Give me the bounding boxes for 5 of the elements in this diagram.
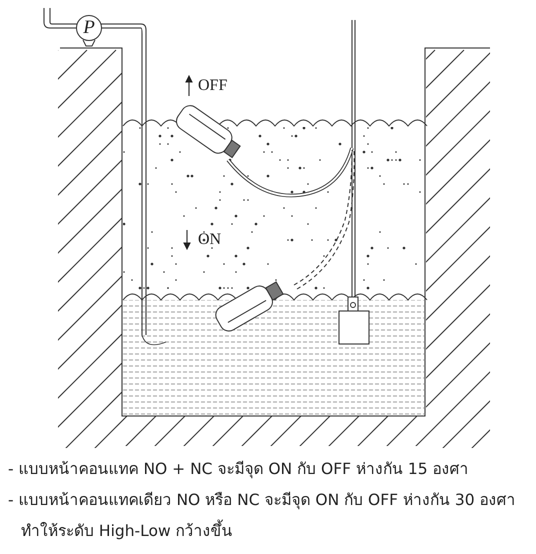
pump-circle: P: [76, 15, 102, 41]
level-label: ON: [198, 232, 222, 248]
level-label: OFF: [198, 78, 228, 94]
note-text: - แบบหน้าคอนแทค NO + NC จะมีจุด ON กับ OFF ห่างกัน 15 องศา: [8, 459, 470, 480]
note-text: - แบบหน้าคอนแทคเดียว NO หรือ NC จะมีจุด ON กับ OFF ห่างกัน 30 องศา ทำให้ระดับ High-Low กว้างขึ้น: [8, 490, 517, 542]
